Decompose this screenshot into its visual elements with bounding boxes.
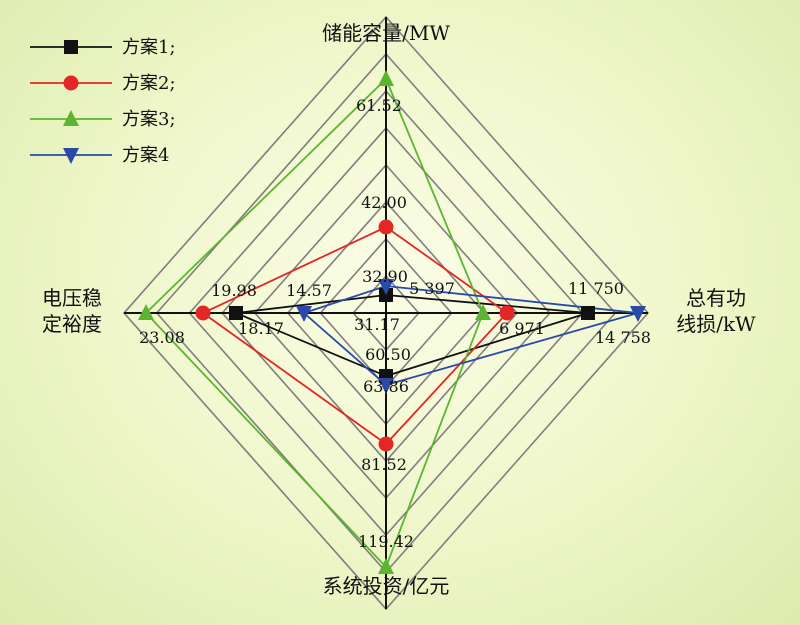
marker-series-1-loss — [581, 306, 595, 320]
marker-series-3-storage — [378, 70, 394, 86]
legend-marker-3 — [63, 110, 79, 126]
marker-series-2-invest — [378, 436, 394, 452]
value-label-series-2-stability: 19.98 — [211, 281, 257, 300]
legend-marker-2 — [63, 75, 79, 91]
marker-series-2-loss — [499, 305, 515, 321]
marker-series-4-storage — [378, 279, 394, 295]
value-label-series-3-invest: 119.42 — [358, 532, 414, 551]
axis-title-loss: 总有功线损/kW — [676, 286, 756, 336]
value-label-series-4-stability: 14.57 — [286, 281, 332, 300]
axis-title-line: 系统投资/亿元 — [323, 574, 450, 598]
marker-series-2-storage — [378, 219, 394, 235]
legend: 方案1; 方案2; 方案3; 方案4 — [30, 37, 176, 166]
value-label-series-3-stability: 23.08 — [139, 328, 185, 347]
axis-title-invest: 系统投资/亿元 — [323, 574, 450, 598]
marker-series-2-stability — [195, 305, 211, 321]
axis-title-line: 电压稳 — [42, 286, 102, 310]
series-polygon-4 — [302, 285, 639, 387]
value-label-series-1-storage: 31.17 — [354, 315, 400, 334]
axis-titles: 储能容量/MW 总有功线损/kW 系统投资/亿元 电压稳定裕度 — [42, 21, 756, 598]
axis-title-line: 储能容量/MW — [322, 21, 450, 45]
axis-title-line: 定裕度 — [42, 312, 102, 336]
marker-series-4-stability — [296, 306, 312, 322]
legend-marker-1 — [64, 40, 78, 54]
axis-title-line: 总有功 — [686, 286, 746, 310]
axis-title-stability: 电压稳定裕度 — [42, 286, 102, 336]
legend-marker-4 — [63, 148, 79, 164]
value-label-series-1-invest: 60.50 — [365, 345, 411, 364]
value-label-series-4-loss: 14 758 — [595, 328, 651, 347]
marker-series-3-stability — [138, 304, 154, 320]
marker-series-4-loss — [630, 306, 646, 322]
radar-markers — [138, 70, 646, 574]
legend-label-3: 方案3; — [122, 109, 176, 130]
legend-label-2: 方案2; — [122, 73, 176, 94]
value-label-series-2-invest: 81.52 — [361, 455, 407, 474]
axis-title-line: 线损/kW — [676, 312, 756, 336]
value-labels: 31.17 11 750 60.50 18.17 42.00 6 971 81.52 19.9… — [139, 96, 651, 551]
marker-series-3-invest — [378, 558, 394, 574]
value-label-series-4-storage: 32.90 — [362, 267, 408, 286]
marker-series-1-stability — [229, 306, 243, 320]
value-label-series-1-stability: 18.17 — [238, 319, 284, 338]
value-label-series-2-loss: 6 971 — [499, 319, 545, 338]
value-label-series-3-loss: 5 397 — [409, 279, 455, 298]
value-label-series-1-loss: 11 750 — [568, 279, 624, 298]
marker-series-4-invest — [378, 378, 394, 394]
legend-label-1: 方案1; — [122, 37, 176, 58]
value-label-series-2-storage: 42.00 — [361, 193, 407, 212]
marker-series-3-loss — [475, 304, 491, 320]
value-label-series-4-invest: 63.86 — [363, 377, 409, 396]
axis-title-storage: 储能容量/MW — [322, 21, 450, 45]
legend-label-4: 方案4 — [122, 145, 169, 166]
radar-axes — [124, 17, 648, 609]
value-label-series-3-storage: 61.52 — [356, 96, 402, 115]
